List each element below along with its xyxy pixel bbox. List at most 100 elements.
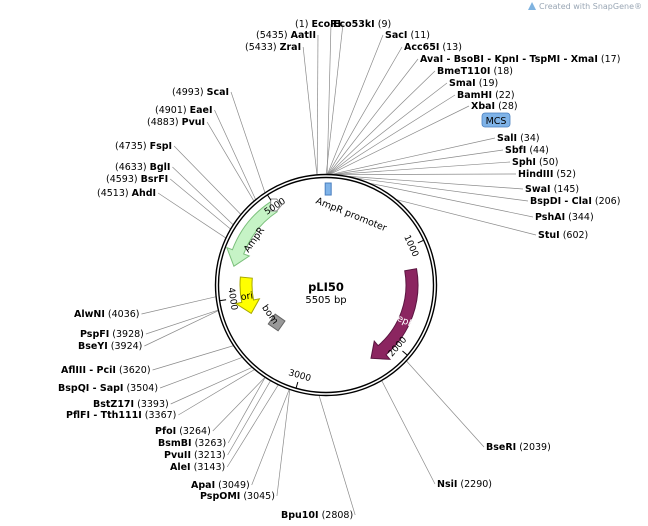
site-position: (5433)	[245, 42, 280, 53]
site-enzyme: ScaI	[207, 87, 229, 98]
site-fspi[interactable]: (4735) FspI	[115, 141, 172, 152]
site-enzyme: Acc65I	[404, 42, 439, 53]
site-position: (3143)	[191, 462, 226, 473]
site-acc65i[interactable]: Acc65I (13)	[404, 42, 462, 53]
site-bseyi[interactable]: BseYI (3924)	[78, 341, 142, 352]
leader-line	[170, 366, 253, 405]
site-bseri[interactable]: BseRI (2039)	[486, 442, 551, 453]
site-label: PspFI (3928)	[80, 329, 144, 340]
site-label: AvaI - BsoBI - KpnI - TspMI - XmaI (17)	[420, 54, 620, 65]
leader-line	[169, 178, 231, 230]
site-avai-bsobi-kpni-tspmi-xmai[interactable]: AvaI - BsoBI - KpnI - TspMI - XmaI (17)	[420, 54, 620, 65]
mcs-badge[interactable]: MCS	[481, 112, 511, 128]
site-saci[interactable]: SacI (11)	[385, 30, 430, 41]
site-position: (4633)	[115, 162, 150, 173]
leader-line	[159, 356, 243, 389]
site-position: (4036)	[105, 309, 140, 320]
site-zrai[interactable]: (5433) ZraI	[245, 42, 301, 53]
site-label: BstZ17I (3393)	[93, 399, 169, 410]
snapgene-credit: Created with SnapGene®	[528, 2, 642, 11]
site-position: (3045)	[240, 491, 275, 502]
site-enzyme: NsiI	[437, 479, 457, 490]
site-bstz17i[interactable]: BstZ17I (3393)	[93, 399, 169, 410]
site-apai[interactable]: ApaI (3049)	[191, 480, 250, 491]
site-position: (28)	[495, 101, 518, 112]
site-enzyme: StuI	[538, 230, 560, 241]
site-pfoi[interactable]: PfoI (3264)	[155, 426, 211, 437]
site-xbai[interactable]: XbaI (28)	[471, 101, 518, 112]
site-pshai[interactable]: PshAI (344)	[535, 212, 594, 223]
site-enzyme: AvaI - BsoBI - KpnI - TspMI - XmaI	[420, 54, 598, 65]
leader-line	[332, 161, 511, 176]
site-label: Acc65I (13)	[404, 42, 462, 53]
tick-mark-2000	[402, 350, 408, 356]
site-label: AflIII - PciI (3620)	[61, 365, 151, 376]
site-label: SbfI (44)	[505, 145, 549, 156]
feature-repb[interactable]	[370, 268, 419, 360]
site-bamhi[interactable]: BamHI (22)	[457, 90, 515, 101]
site-position: (3049)	[215, 480, 250, 491]
site-scai[interactable]: (4993) ScaI	[172, 87, 229, 98]
site-bspdi-clai[interactable]: BspDI - ClaI (206)	[530, 196, 620, 207]
feature-bom[interactable]	[267, 313, 286, 332]
site-enzyme: PvuII	[164, 450, 191, 461]
site-afliii-pcii[interactable]: AflIII - PciI (3620)	[61, 365, 151, 376]
site-position: (4513)	[97, 188, 132, 199]
site-enzyme: PfoI	[155, 426, 176, 437]
site-bspqi-sapi[interactable]: BspQI - SapI (3504)	[58, 383, 158, 394]
site-stui[interactable]: StuI (602)	[538, 230, 588, 241]
site-nsii[interactable]: NsiI (2290)	[437, 479, 492, 490]
site-label: SalI (34)	[497, 133, 540, 144]
site-bsrfi[interactable]: (4593) BsrFI	[106, 174, 168, 185]
site-bmet110i[interactable]: BmeT110I (18)	[437, 66, 513, 77]
site-enzyme: BseRI	[486, 442, 516, 453]
site-pspomi[interactable]: PspOMI (3045)	[200, 491, 275, 502]
site-enzyme: ApaI	[191, 480, 215, 491]
leader-line	[328, 70, 436, 175]
feature-ori[interactable]	[234, 276, 261, 315]
site-pvui[interactable]: (4883) PvuI	[147, 117, 205, 128]
site-enzyme: AhdI	[132, 188, 156, 199]
site-pspfi[interactable]: PspFI (3928)	[80, 329, 144, 340]
site-bgli[interactable]: (4633) BglI	[115, 162, 170, 173]
site-swai[interactable]: SwaI (145)	[525, 184, 579, 195]
site-label: (5433) ZraI	[245, 42, 301, 53]
site-ecori[interactable]: (1) EcoRI	[295, 19, 341, 30]
site-label: SwaI (145)	[525, 184, 579, 195]
site-hindiii[interactable]: HindIII (52)	[518, 169, 576, 180]
site-position: (3924)	[108, 341, 143, 352]
leader-line	[318, 395, 356, 516]
site-alwni[interactable]: AlwNI (4036)	[74, 309, 139, 320]
site-ahdi[interactable]: (4513) AhdI	[97, 188, 156, 199]
site-position: (2808)	[319, 510, 354, 521]
leader-line	[178, 369, 255, 416]
feature-ampr[interactable]	[225, 201, 278, 267]
site-pvuii[interactable]: PvuII (3213)	[164, 450, 226, 461]
site-bsmbi[interactable]: BsmBI (3263)	[158, 438, 226, 449]
feature-label-ori: ori	[240, 291, 254, 304]
site-alei[interactable]: AleI (3143)	[170, 462, 225, 473]
site-sali[interactable]: SalI (34)	[497, 133, 540, 144]
site-label: StuI (602)	[538, 230, 588, 241]
feature-ampr-promoter[interactable]	[270, 198, 283, 212]
site-pflfi-tth111i[interactable]: PflFI - Tth111I (3367)	[66, 410, 176, 421]
site-aatii[interactable]: (5435) AatII	[256, 30, 316, 41]
tick-mark-1000	[417, 239, 424, 244]
leader-line	[396, 199, 537, 236]
leader-line	[316, 34, 319, 175]
site-position: (19)	[476, 78, 499, 89]
site-eco53ki[interactable]: Eco53kI (9)	[333, 19, 391, 30]
site-eaei[interactable]: (4901) EaeI	[155, 105, 213, 116]
site-sbfi[interactable]: SbfI (44)	[505, 145, 549, 156]
site-sphi[interactable]: SphI (50)	[512, 157, 558, 168]
leader-line	[226, 384, 279, 468]
site-smai[interactable]: SmaI (19)	[449, 78, 498, 89]
site-bpu10i[interactable]: Bpu10I (2808)	[281, 510, 353, 521]
feature-mcs-region[interactable]	[324, 182, 332, 196]
site-position: (50)	[536, 157, 559, 168]
leader-line	[351, 177, 529, 202]
leader-line	[141, 296, 217, 315]
tick-label-3000: 3000	[287, 368, 312, 384]
site-position: (52)	[553, 169, 576, 180]
